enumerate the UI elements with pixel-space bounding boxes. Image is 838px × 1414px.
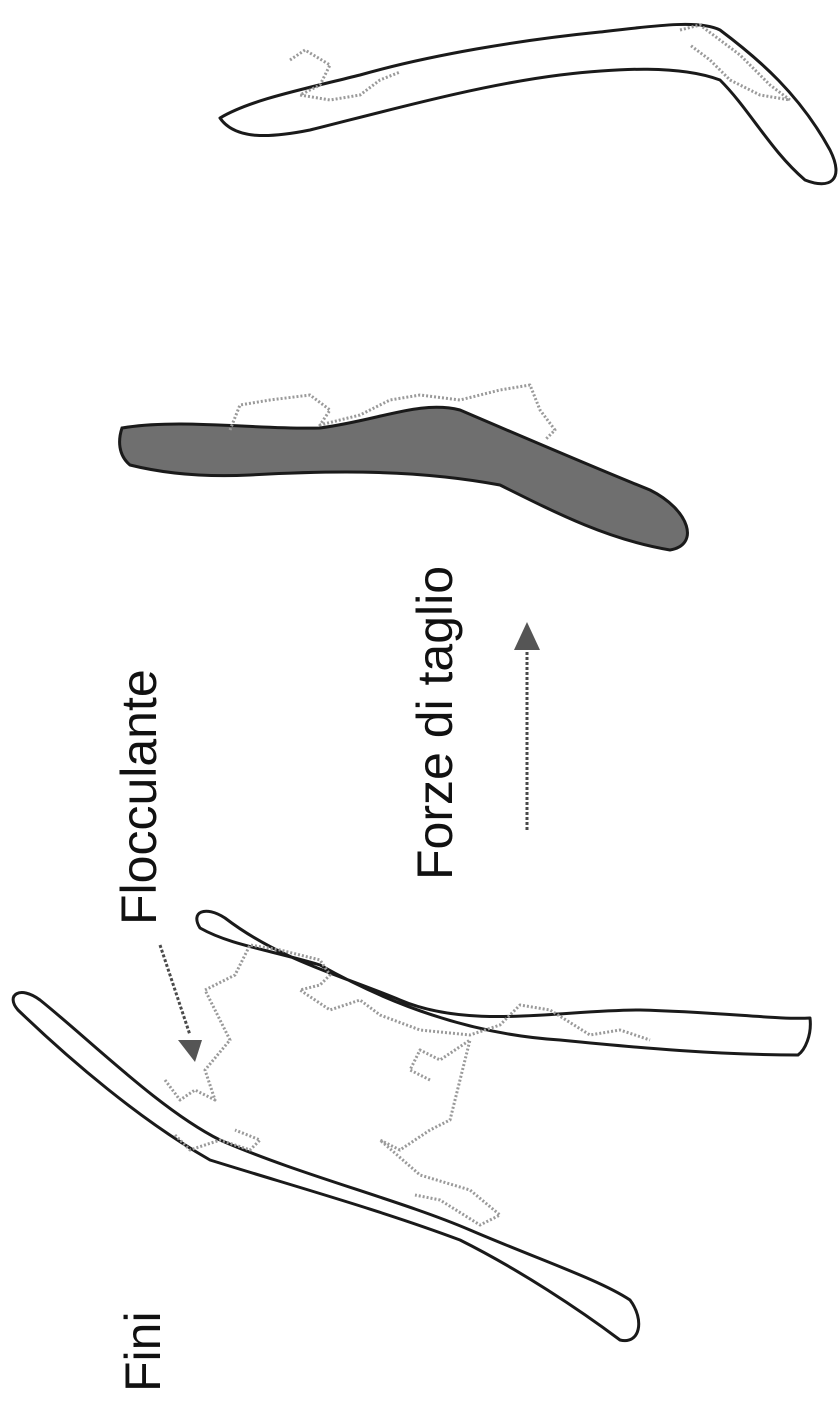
compressed-fiber-group [120,385,688,550]
flocculant-label: Flocculante [111,669,167,925]
dispersed-fiber-group [220,24,836,183]
fiber-outline-left [13,993,639,1341]
flocculant-pointer-arrowhead [178,1040,202,1062]
flocculated-fibers-group [13,911,810,1340]
fiber-outline-top-right [220,24,836,183]
flocculant-strand [165,945,650,1100]
flocculant-strand-top-right [290,25,790,100]
shear-force-arrow [514,622,540,830]
shear-forces-label: Forze di taglio [407,566,463,880]
fiber-outline-right [197,911,811,1055]
flocculant-strand-lower [380,1040,500,1225]
flocculant-pointer-line [160,945,190,1035]
shear-arrow-head [514,622,540,650]
fiber-compressed [120,407,688,550]
fines-label: Fini [115,1311,171,1392]
